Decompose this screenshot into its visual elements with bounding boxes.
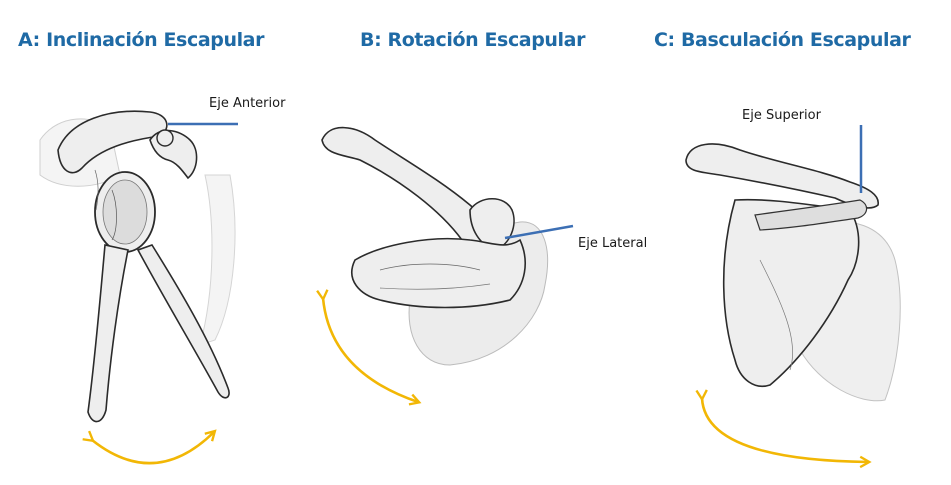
panel-a-scapula-drawing bbox=[40, 111, 235, 421]
panel-c-scapula-drawing bbox=[686, 144, 900, 401]
panel-c-axis-label: Eje Superior bbox=[742, 108, 821, 123]
panel-a-motion-arrow bbox=[92, 432, 214, 463]
panel-a-axis-label: Eje Anterior bbox=[209, 96, 285, 111]
panel-b-scapula-drawing bbox=[322, 128, 548, 365]
panel-b-axis-label: Eje Lateral bbox=[578, 236, 647, 251]
panel-c-motion-arrow bbox=[702, 398, 868, 462]
panel-b-motion-arrow bbox=[323, 298, 418, 402]
